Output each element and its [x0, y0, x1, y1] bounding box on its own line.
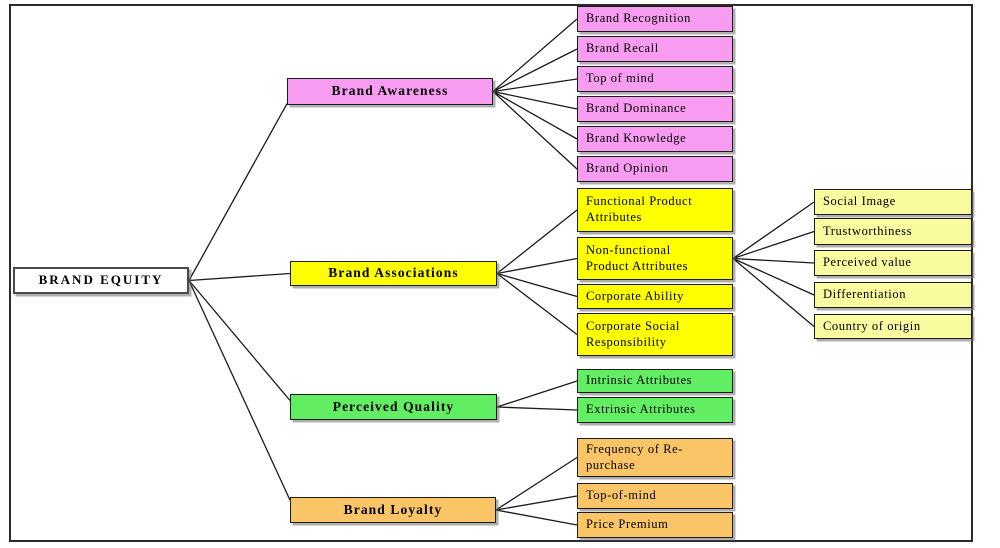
- node-price-premium: Price Premium: [577, 512, 733, 538]
- edge-brand-loyalty--price-premium: [495, 509, 578, 526]
- node-brand-equity: BRAND EQUITY: [13, 267, 189, 294]
- edge-brand-awareness--top-of-mind-awareness: [492, 78, 578, 93]
- node-frequency-of-repurchase: Frequency of Re- purchase: [577, 438, 733, 477]
- node-trustworthiness: Trustworthiness: [814, 218, 972, 245]
- edge-brand-equity--brand-associations: [188, 272, 291, 282]
- node-brand-awareness: Brand Awareness: [287, 78, 493, 105]
- edge-brand-associations--corporate-social-responsibility: [496, 272, 578, 336]
- node-label: Frequency of Re- purchase: [586, 441, 684, 472]
- node-label: Price Premium: [586, 517, 669, 532]
- edge-brand-equity--perceived-quality: [188, 280, 291, 401]
- node-label: Top-of-mind: [586, 488, 657, 503]
- edge-non-functional-product-attributes--perceived-value: [732, 257, 815, 264]
- edge-brand-equity--brand-awareness: [188, 103, 288, 281]
- node-label: Corporate Social Responsibility: [586, 318, 680, 349]
- node-brand-associations: Brand Associations: [290, 261, 497, 286]
- node-label: Social Image: [823, 194, 896, 209]
- edge-brand-associations--functional-product-attributes: [496, 209, 578, 275]
- node-label: Non-functional Product Attributes: [586, 242, 689, 273]
- edge-perceived-quality--extrinsic-attributes: [496, 406, 578, 411]
- edge-non-functional-product-attributes--country-of-origin: [732, 258, 815, 327]
- edge-brand-awareness--brand-opinion: [492, 91, 578, 170]
- edge-brand-awareness--brand-recall: [492, 48, 578, 93]
- edge-brand-loyalty--frequency-of-repurchase: [495, 456, 578, 511]
- edge-brand-equity--brand-loyalty: [188, 280, 291, 501]
- node-social-image: Social Image: [814, 189, 972, 215]
- node-label: Perceived value: [823, 255, 912, 270]
- node-label: BRAND EQUITY: [38, 272, 164, 288]
- node-label: Brand Recall: [586, 41, 659, 56]
- diagram-frame: [9, 4, 973, 542]
- node-top-of-mind: Top-of-mind: [577, 483, 733, 509]
- node-label: Functional Product Attributes: [586, 194, 693, 224]
- node-corporate-ability: Corporate Ability: [577, 284, 733, 309]
- node-top-of-mind-awareness: Top of mind: [577, 66, 733, 92]
- node-label: Brand Loyalty: [343, 501, 443, 517]
- node-label: Intrinsic Attributes: [586, 373, 693, 388]
- node-corporate-social-responsibility: Corporate Social Responsibility: [577, 313, 733, 356]
- node-label: Brand Awareness: [331, 83, 449, 99]
- node-label: Brand Opinion: [586, 161, 669, 176]
- node-label: Perceived Quality: [332, 398, 455, 414]
- edge-non-functional-product-attributes--social-image: [732, 201, 815, 260]
- node-differentiation: Differentiation: [814, 282, 972, 308]
- edge-brand-awareness--brand-dominance: [492, 90, 578, 110]
- node-perceived-quality: Perceived Quality: [290, 394, 497, 420]
- node-label: Differentiation: [823, 287, 907, 302]
- node-label: Brand Dominance: [586, 101, 687, 116]
- node-label: Corporate Ability: [586, 288, 685, 303]
- node-label: Trustworthiness: [823, 223, 913, 238]
- edge-brand-awareness--brand-knowledge: [492, 90, 578, 140]
- node-label: Brand Associations: [328, 265, 459, 281]
- node-brand-loyalty: Brand Loyalty: [290, 497, 496, 523]
- edge-non-functional-product-attributes--differentiation: [732, 257, 815, 296]
- node-label: Top of mind: [586, 71, 655, 86]
- node-brand-opinion: Brand Opinion: [577, 156, 733, 182]
- node-label: Brand Knowledge: [586, 131, 687, 146]
- node-brand-dominance: Brand Dominance: [577, 96, 733, 122]
- edge-perceived-quality--intrinsic-attributes: [496, 380, 578, 408]
- edge-brand-associations--corporate-ability: [496, 272, 578, 298]
- edge-brand-awareness--brand-recognition: [492, 18, 578, 92]
- node-perceived-value: Perceived value: [814, 250, 972, 276]
- edge-non-functional-product-attributes--trustworthiness: [732, 230, 815, 260]
- node-label: Extrinsic Attributes: [586, 402, 696, 417]
- node-brand-knowledge: Brand Knowledge: [577, 126, 733, 152]
- node-country-of-origin: Country of origin: [814, 314, 972, 339]
- node-non-functional-product-attributes: Non-functional Product Attributes: [577, 237, 733, 280]
- node-extrinsic-attributes: Extrinsic Attributes: [577, 397, 733, 423]
- node-intrinsic-attributes: Intrinsic Attributes: [577, 369, 733, 393]
- node-brand-recognition: Brand Recognition: [577, 6, 733, 32]
- node-label: Country of origin: [823, 318, 921, 333]
- edge-brand-associations--non-functional-product-attributes: [496, 257, 578, 275]
- node-label: Brand Recognition: [586, 11, 691, 26]
- node-functional-product-attributes: Functional Product Attributes: [577, 188, 733, 232]
- node-brand-recall: Brand Recall: [577, 36, 733, 62]
- edge-brand-loyalty--top-of-mind: [495, 495, 578, 511]
